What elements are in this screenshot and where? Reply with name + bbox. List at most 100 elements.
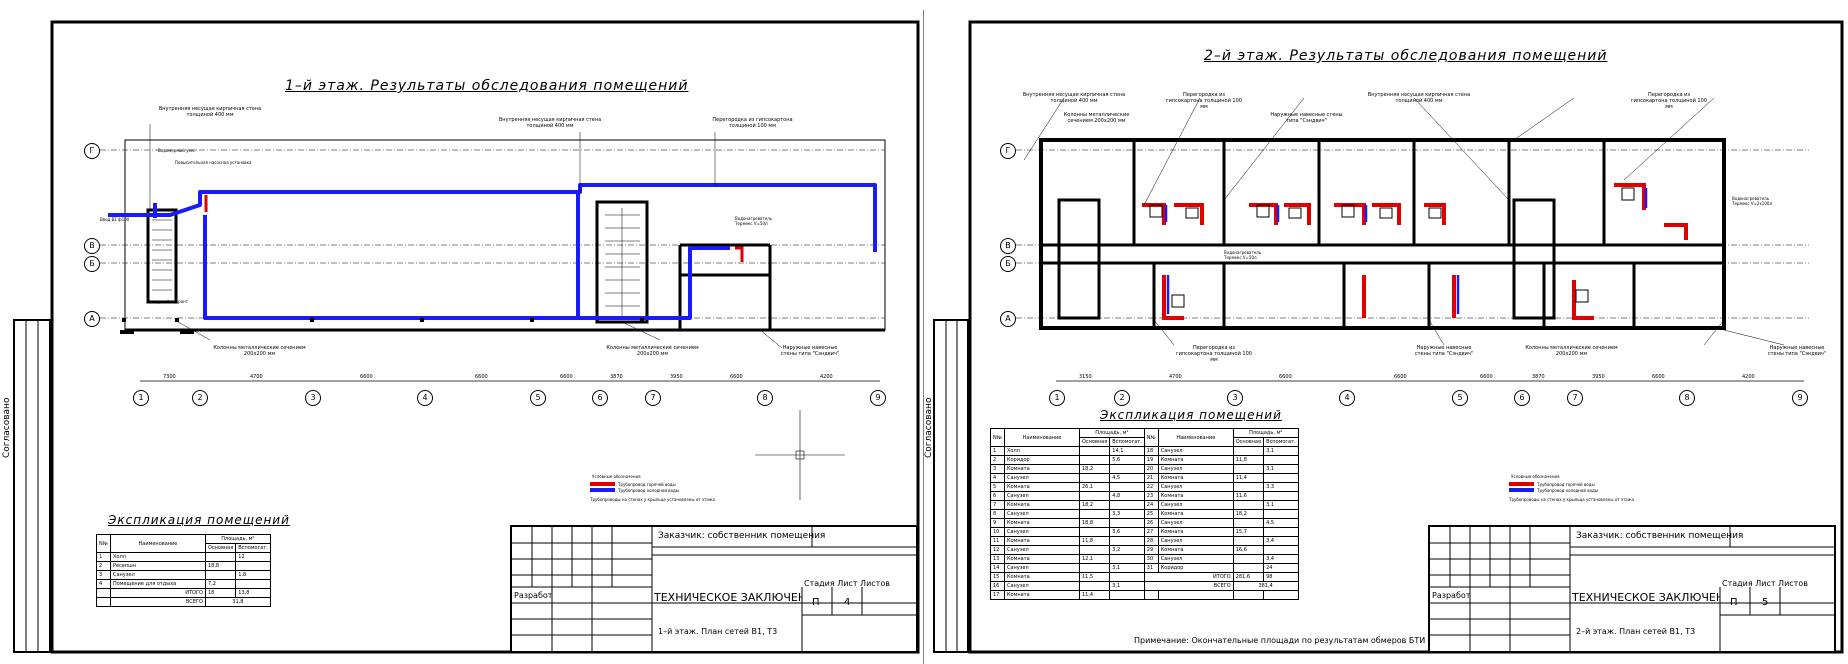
table-cell — [1109, 590, 1145, 600]
table-cell — [1263, 509, 1299, 519]
dimension: 6600 — [360, 374, 373, 380]
side-approved: Согласовано — [924, 397, 934, 458]
table-cell: Комната — [1157, 491, 1234, 501]
col-area: Площадь, м² — [1078, 428, 1145, 438]
table-cell: 1,8 — [235, 570, 271, 580]
table-cell: Санузел — [1003, 509, 1080, 519]
dimension: 4200 — [820, 374, 833, 380]
table-cell: 3,1 — [1109, 563, 1145, 573]
table-cell: Санузел — [1157, 536, 1234, 546]
tb-stage: П — [1730, 597, 1738, 608]
table-cell: Коридор — [1003, 455, 1080, 465]
callout-heater: Водонагреватель Термекс V=50л — [735, 216, 773, 226]
table-cell: 24 — [1263, 563, 1299, 573]
axis-letter: Г — [84, 143, 100, 159]
table-cell: 31 — [1143, 563, 1159, 573]
sheet2-title-block: Заказчик: собственник помещения ТЕХНИЧЕС… — [1428, 525, 1836, 653]
axis-number: 5 — [1452, 390, 1468, 406]
axis-letter: Б — [84, 256, 100, 272]
dimension: 4700 — [1169, 374, 1182, 380]
table-cell — [1232, 590, 1265, 600]
table-cell: 14 — [990, 563, 1005, 573]
table-cell — [1263, 473, 1299, 483]
tb-sheet: 4 — [844, 597, 851, 608]
col-name: Наименование — [1003, 428, 1080, 447]
table-cell: 3 — [990, 464, 1005, 474]
tb-doc: ТЕХНИЧЕСКОЕ ЗАКЛЮЧЕНИЕ — [1572, 591, 1720, 604]
axis-number: 9 — [1792, 390, 1808, 406]
table-cell: 23 — [1143, 491, 1159, 501]
table-cell: 19 — [1143, 455, 1159, 465]
grand-value: 31,8 — [204, 597, 271, 607]
table-cell: 3,2 — [1109, 545, 1145, 555]
table-cell — [1078, 455, 1111, 465]
col-num: N№ — [990, 428, 1005, 447]
callout-wall: Внутренняя несущая кирпичная стена толщи… — [498, 117, 602, 129]
table-cell: 11,6 — [1232, 491, 1265, 501]
table-cell — [1078, 527, 1111, 537]
table-cell: 5,6 — [1109, 455, 1145, 465]
tb-stage: П — [812, 597, 820, 608]
axis-number: 2 — [192, 390, 208, 406]
table-cell — [1263, 527, 1299, 537]
table-cell: 3 — [96, 570, 111, 580]
table-cell: 7,2 — [204, 579, 237, 589]
tb-customer: Заказчик: собственник помещения — [658, 531, 826, 541]
table-cell: Санузел — [1157, 500, 1234, 510]
table-cell: 13 — [990, 554, 1005, 564]
tb-doc: ТЕХНИЧЕСКОЕ ЗАКЛЮЧЕНИЕ — [654, 591, 802, 604]
table-cell: 12 — [990, 545, 1005, 555]
table-cell: 22 — [1143, 482, 1159, 492]
axis-number: 8 — [1679, 390, 1695, 406]
callout-partition: Перегородка из гипсокартона толщиной 100… — [1631, 92, 1707, 110]
dimension: 3870 — [610, 374, 623, 380]
table-cell — [1109, 500, 1145, 510]
col-name: Наименование — [1157, 428, 1234, 447]
dimension: 6600 — [730, 374, 743, 380]
table-cell — [1078, 446, 1111, 456]
table-cell: Комната — [1003, 500, 1080, 510]
callout-partition: Перегородка из гипсокартона толщиной 100… — [1166, 92, 1242, 110]
callout-wall: Внутренняя несущая кирпичная стена толщи… — [158, 106, 262, 118]
col-main: Основная — [1232, 437, 1265, 447]
grand-label: ВСЕГО — [109, 597, 206, 607]
legend-title: Условные обозначения — [592, 474, 641, 479]
col-aux: Вспомогат. — [235, 543, 271, 553]
dimension: 3950 — [670, 374, 683, 380]
grand-value: 381,4 — [1232, 581, 1299, 591]
table-cell: 4 — [96, 579, 111, 589]
table-cell: 26 — [1143, 518, 1159, 528]
dimension: 3150 — [1079, 374, 1092, 380]
table-cell: Коридор — [1157, 563, 1234, 573]
table-cell: 30 — [1143, 554, 1159, 564]
axis-letter: Б — [1000, 256, 1016, 272]
callout-partition: Перегородка из гипсокартона толщиной 100… — [1176, 345, 1252, 363]
dimension: 6600 — [475, 374, 488, 380]
table-cell: Санузел — [1157, 482, 1234, 492]
axis-number: 4 — [1339, 390, 1355, 406]
table-cell: 4,8 — [1109, 491, 1145, 501]
table-cell: Санузел — [1003, 545, 1080, 555]
table-cell: 18,2 — [1078, 464, 1111, 474]
total-label: ИТОГО — [109, 588, 206, 598]
tb-developed: Разработал — [1432, 591, 1470, 600]
dimension: 3870 — [1532, 374, 1545, 380]
table-cell: Санузел — [1157, 446, 1234, 456]
total-label: ИТОГО — [1143, 572, 1234, 582]
table-cell: Санузел — [1157, 554, 1234, 564]
table-cell — [1232, 464, 1265, 474]
table-cell: Санузел — [1003, 527, 1080, 537]
table-cell: Комната — [1003, 554, 1080, 564]
table-cell: 15,7 — [1232, 527, 1265, 537]
table-cell — [1078, 545, 1111, 555]
grand-label: ВСЕГО — [1143, 581, 1234, 591]
table-cell — [1232, 554, 1265, 564]
table-cell: 11 — [990, 536, 1005, 546]
table-cell — [1078, 509, 1111, 519]
table-cell: Холл — [1003, 446, 1080, 456]
